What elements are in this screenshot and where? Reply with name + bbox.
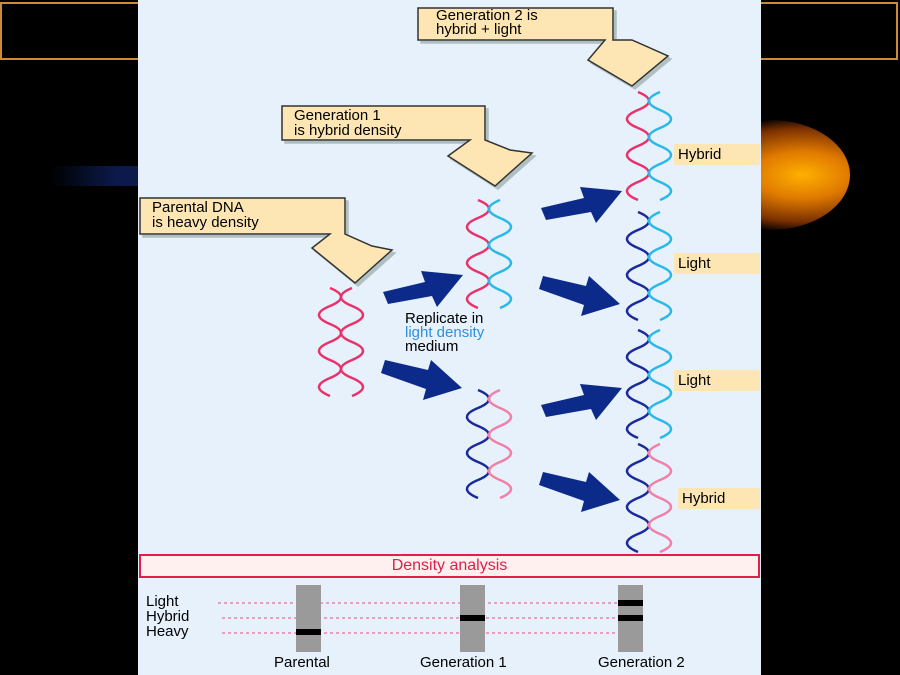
callout-gen2: [417, 7, 670, 87]
replicate-line1: Replicate in: [405, 310, 484, 327]
tag-hybrid-2: Hybrid: [678, 488, 760, 509]
replicate-line3: medium: [405, 338, 459, 355]
callout-parental-line1: Parental DNA: [152, 199, 244, 216]
band-light: [618, 600, 643, 606]
tag-light-1: Light: [674, 253, 760, 274]
callout-gen1-line2: is hybrid density: [294, 122, 402, 139]
band-hybrid: [618, 615, 643, 621]
callout-parental: [139, 197, 394, 284]
blue-streak-decoration: [50, 166, 160, 186]
tube-label-generation-2: Generation 2: [598, 654, 685, 671]
arrow-parent-to-gen1-upper: [383, 271, 463, 307]
band-hybrid: [460, 615, 485, 621]
tube-label-parental: Parental: [274, 654, 330, 671]
tag-hybrid-1: Hybrid: [674, 144, 760, 165]
gen2-helix-2: [625, 210, 673, 322]
tube-parental: [296, 585, 321, 652]
gen2-helix-4: [625, 442, 673, 554]
replicate-line2: light density: [405, 324, 485, 341]
gen1-upper-helix: [465, 198, 513, 310]
band-label-light: Light: [146, 593, 179, 610]
density-analysis-title: Density analysis: [139, 554, 760, 578]
tag-light-2: Light: [674, 370, 760, 391]
arrow-gen1-to-gen2-2: [539, 276, 620, 316]
callout-gen1: [281, 105, 534, 187]
tube-generation-1: [460, 585, 485, 652]
callout-gen2-line1: Generation 2 is: [436, 7, 538, 24]
band-label-heavy: Heavy: [146, 623, 189, 640]
density-guides: [218, 602, 618, 634]
tube-generation-2: [618, 585, 643, 652]
parental-dna-helix: [317, 286, 365, 398]
callout-gen1-line1: Generation 1: [294, 107, 381, 124]
callout-gen2-line2: hybrid + light: [436, 21, 522, 38]
gen2-helix-1: [625, 90, 673, 202]
tube-label-generation-1: Generation 1: [420, 654, 507, 671]
gen2-helix-3: [625, 328, 673, 440]
arrow-gen1-to-gen2-3: [541, 384, 622, 420]
arrow-gen1-to-gen2-4: [539, 472, 620, 512]
gen1-lower-helix: [465, 388, 513, 500]
arrow-gen1-to-gen2-1: [541, 187, 622, 223]
callout-parental-line2: is heavy density: [152, 214, 259, 231]
band-heavy: [296, 629, 321, 635]
band-label-hybrid: Hybrid: [146, 608, 190, 625]
arrow-parent-to-gen1-lower: [381, 360, 462, 400]
replication-arrows: [381, 187, 622, 512]
